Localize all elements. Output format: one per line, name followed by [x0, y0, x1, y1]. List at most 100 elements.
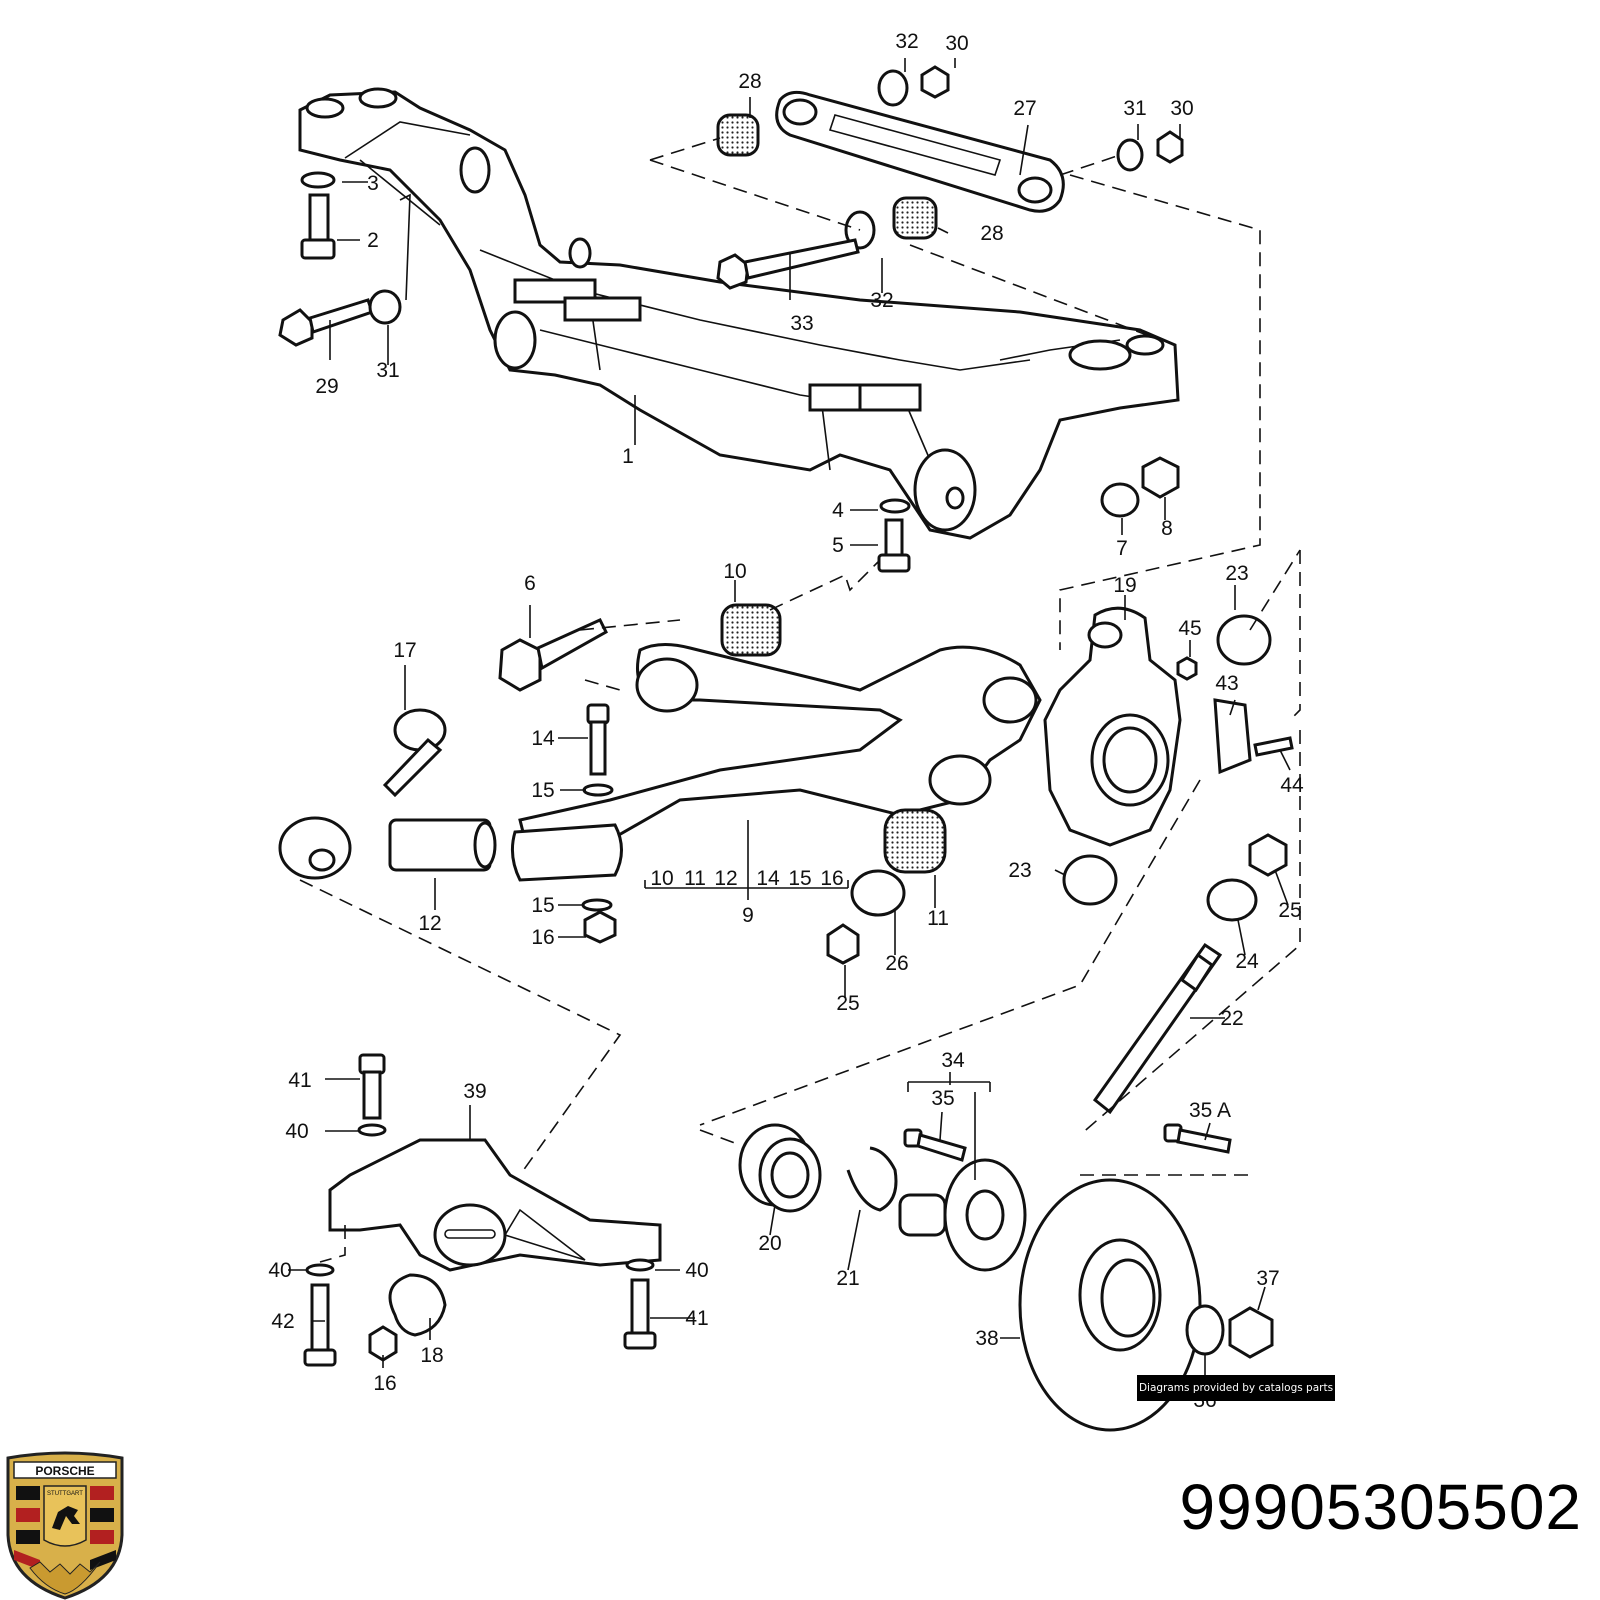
bolt-5	[877, 518, 911, 573]
callout-17: 17	[393, 639, 416, 662]
circlip-21	[846, 1146, 898, 1212]
callout-14-group: 14	[756, 867, 780, 890]
callout-28-upper: 28	[738, 70, 761, 93]
washer-15-lower	[581, 898, 613, 912]
callout-27: 27	[1013, 97, 1036, 120]
bolt-35	[903, 1128, 967, 1162]
bushing-10	[720, 603, 782, 657]
callout-39: 39	[463, 1080, 486, 1103]
callout-29: 29	[315, 375, 338, 398]
callout-43: 43	[1215, 672, 1238, 695]
callout-23-upper: 23	[1225, 562, 1248, 585]
bearing-20	[738, 1123, 822, 1213]
washer-32-upper	[877, 69, 909, 107]
callout-34: 34	[941, 1049, 965, 1072]
callout-12-group: 12	[714, 867, 737, 890]
callout-40-left: 40	[268, 1259, 291, 1282]
callout-35a: 35 A	[1189, 1099, 1231, 1122]
callout-10-group: 10	[650, 867, 673, 890]
callout-38: 38	[975, 1327, 998, 1350]
washer-40-top	[357, 1123, 387, 1137]
callout-10-bushing: 10	[723, 560, 746, 583]
nut-8	[1141, 456, 1180, 499]
bolt-29	[278, 298, 374, 347]
callout-42: 42	[271, 1310, 294, 1333]
nut-30-right	[1156, 130, 1184, 164]
callout-31-left: 31	[376, 359, 399, 382]
bushing-23-lower	[1062, 854, 1118, 906]
bushing-28-lower	[892, 196, 938, 240]
callout-41-lower: 41	[685, 1307, 708, 1330]
callout-labels: 1 2 3 4 5 6 7 8 9 10 10 11 11 12 12 14 1…	[268, 30, 1304, 1412]
nut-37	[1228, 1306, 1274, 1359]
callout-2: 2	[367, 229, 379, 252]
bolt-41-upper	[358, 1053, 386, 1120]
bolt-14	[586, 703, 610, 776]
bump-stop-18	[388, 1273, 447, 1337]
nut-25-left	[826, 923, 860, 965]
sensor-bracket-43	[1213, 698, 1294, 775]
callout-11-bushing: 11	[927, 907, 949, 930]
washer-24	[1206, 878, 1258, 922]
nut-30-upper	[920, 65, 950, 99]
washer-36	[1185, 1304, 1225, 1356]
bushing-11	[883, 808, 947, 874]
bolt-41-lower	[623, 1278, 657, 1350]
porsche-crest-logo: PORSCHE STUTTGART	[6, 1451, 124, 1600]
callout-32-upper: 32	[895, 30, 918, 53]
callout-28-lower: 28	[980, 222, 1003, 245]
bushing-31	[368, 289, 402, 325]
callout-30-upper: 30	[945, 32, 968, 55]
nut-25-right	[1248, 833, 1288, 877]
callout-15-upper: 15	[531, 779, 554, 802]
bracket-39	[328, 1138, 662, 1272]
callout-20: 20	[758, 1232, 781, 1255]
bolt-6	[498, 618, 608, 692]
callout-25-right: 25	[1278, 899, 1301, 922]
callout-21: 21	[836, 1267, 859, 1290]
bolt-42	[303, 1283, 337, 1367]
washer-15-upper	[582, 783, 614, 797]
callout-22: 22	[1220, 1007, 1243, 1030]
callout-31-right: 31	[1123, 97, 1146, 120]
bushing-23-upper	[1216, 614, 1272, 666]
callout-19: 19	[1113, 574, 1136, 597]
washer-7	[1100, 482, 1140, 518]
nut-16	[583, 910, 617, 944]
crest-city-text: STUTTGART	[47, 1491, 83, 1497]
watermark-label: Diagrams provided by catalogs parts	[1137, 1375, 1335, 1401]
adjuster-bar-12	[278, 816, 623, 882]
bolt-17	[382, 708, 447, 798]
callout-8: 8	[1161, 517, 1173, 540]
callout-30-right: 30	[1170, 97, 1193, 120]
callout-4: 4	[832, 499, 844, 522]
washer-3	[300, 171, 336, 189]
callout-5: 5	[832, 534, 844, 557]
callout-1: 1	[622, 445, 634, 468]
crest-brand-text: PORSCHE	[35, 1464, 94, 1478]
callout-7: 7	[1116, 537, 1128, 560]
callout-35: 35	[931, 1087, 954, 1110]
callout-18: 18	[420, 1344, 443, 1367]
callout-11-group: 11	[684, 867, 706, 890]
callout-45: 45	[1178, 617, 1201, 640]
rear-crossmember	[298, 87, 1180, 540]
washer-40-left	[305, 1263, 335, 1277]
washer-26	[850, 869, 906, 917]
shock-absorber-22	[1092, 942, 1223, 1115]
callout-23-lower: 23	[1008, 859, 1031, 882]
callout-15-group: 15	[788, 867, 811, 890]
callout-15-lower: 15	[531, 894, 554, 917]
bushing-28-upper	[716, 113, 760, 157]
callout-32-lower: 32	[870, 289, 893, 312]
upper-link-27	[775, 90, 1065, 213]
callout-6: 6	[524, 572, 536, 595]
callout-37: 37	[1256, 1267, 1279, 1290]
callout-26: 26	[885, 952, 908, 975]
trailing-arm	[518, 643, 1042, 842]
nut-16-lower	[368, 1325, 398, 1362]
assembly-guide-lines	[299, 137, 1301, 1263]
bolt-33	[716, 238, 860, 290]
washer-40-right	[625, 1258, 655, 1272]
